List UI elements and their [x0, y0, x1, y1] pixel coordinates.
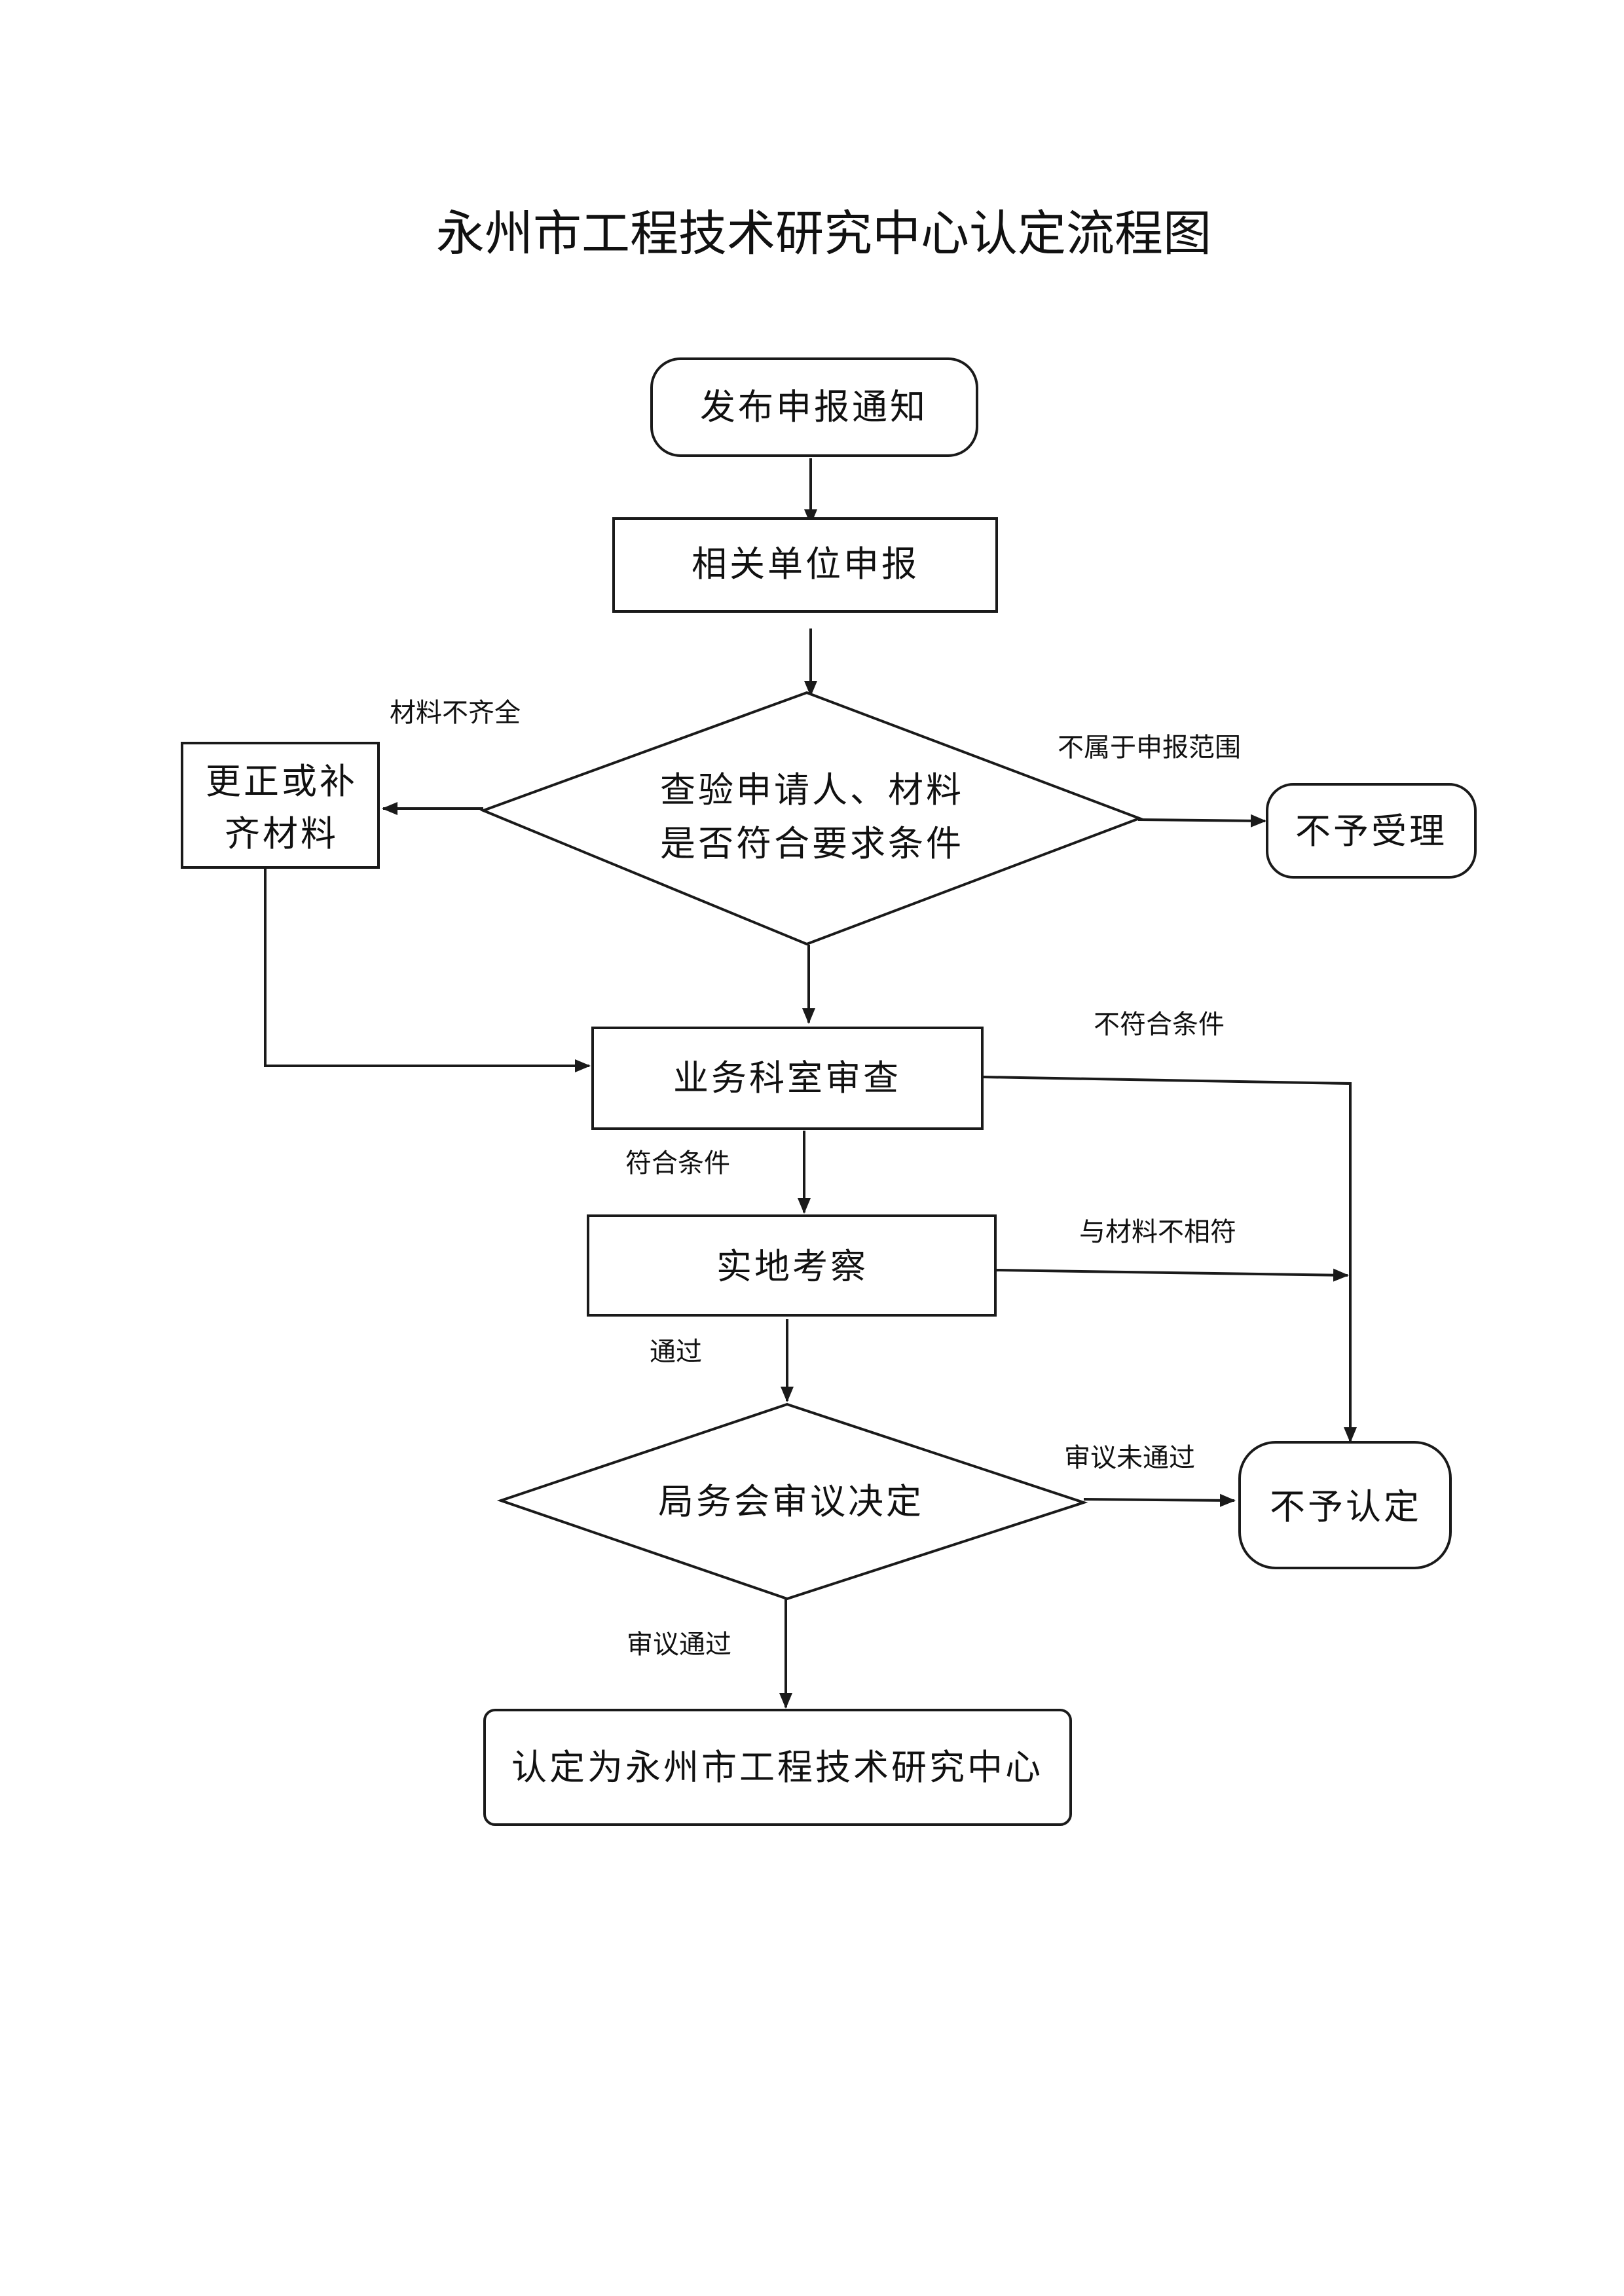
edge-labels: 材料不齐全 不属于申报范围 不符合条件 符合条件 与材料不相符 通过 审议未通过… [390, 698, 1241, 1660]
node-site-inspection: 实地考察 [587, 1214, 997, 1317]
connectors [264, 458, 1357, 1709]
label-review-failed: 审议未通过 [1064, 1443, 1195, 1473]
node-publish-notice: 发布申报通知 [650, 357, 978, 457]
label-out-of-scope: 不属于申报范围 [1058, 733, 1241, 763]
node-bureau-decision: 局务会审议决定 [496, 1402, 1088, 1601]
node-bureau-decision-label: 局务会审议决定 [658, 1481, 924, 1522]
arrow-check-to-not-accepted [1137, 814, 1266, 828]
node-site-inspection-label: 实地考察 [716, 1246, 868, 1287]
label-mismatch-materials: 与材料不相符 [1079, 1217, 1236, 1247]
label-passed: 通过 [650, 1337, 702, 1367]
node-unit-apply: 相关单位申报 [612, 517, 998, 613]
node-recognized: 认定为永州市工程技术研究中心 [483, 1709, 1072, 1826]
node-dept-review: 业务科室审查 [591, 1027, 984, 1130]
node-correct-supplement-line1: 更正或补 [206, 761, 358, 802]
label-review-passed: 审议通过 [627, 1630, 731, 1660]
node-not-accepted-label: 不予受理 [1295, 811, 1447, 852]
arrow-review-to-not-recognized [982, 1076, 1357, 1443]
node-check-materials-line1: 查验申请人、材料 [660, 769, 964, 811]
node-not-recognized-label: 不予认定 [1270, 1486, 1422, 1527]
page-title: 永州市工程技术研究中心认定流程图 [436, 206, 1211, 262]
arrow-decision-to-not-recognized [1083, 1493, 1236, 1507]
label-incomplete-materials: 材料不齐全 [390, 698, 521, 728]
node-publish-notice-label: 发布申报通知 [700, 386, 928, 428]
label-not-qualified: 不符合条件 [1094, 1010, 1225, 1040]
node-correct-supplement: 更正或补 齐材料 [181, 742, 380, 869]
node-check-materials: 查验申请人、材料 是否符合要求条件 [479, 691, 1143, 946]
arrow-correct-to-review [264, 866, 591, 1072]
node-correct-supplement-line2: 齐材料 [225, 813, 339, 854]
label-qualified: 符合条件 [625, 1148, 730, 1178]
node-unit-apply-label: 相关单位申报 [692, 543, 919, 585]
node-check-materials-line2: 是否符合要求条件 [660, 823, 964, 864]
node-not-recognized: 不予认定 [1238, 1441, 1452, 1569]
arrow-inspection-to-not-recognized [995, 1268, 1349, 1282]
node-not-accepted: 不予受理 [1266, 783, 1477, 879]
node-recognized-label: 认定为永州市工程技术研究中心 [511, 1747, 1043, 1788]
node-dept-review-label: 业务科室审查 [673, 1057, 901, 1099]
